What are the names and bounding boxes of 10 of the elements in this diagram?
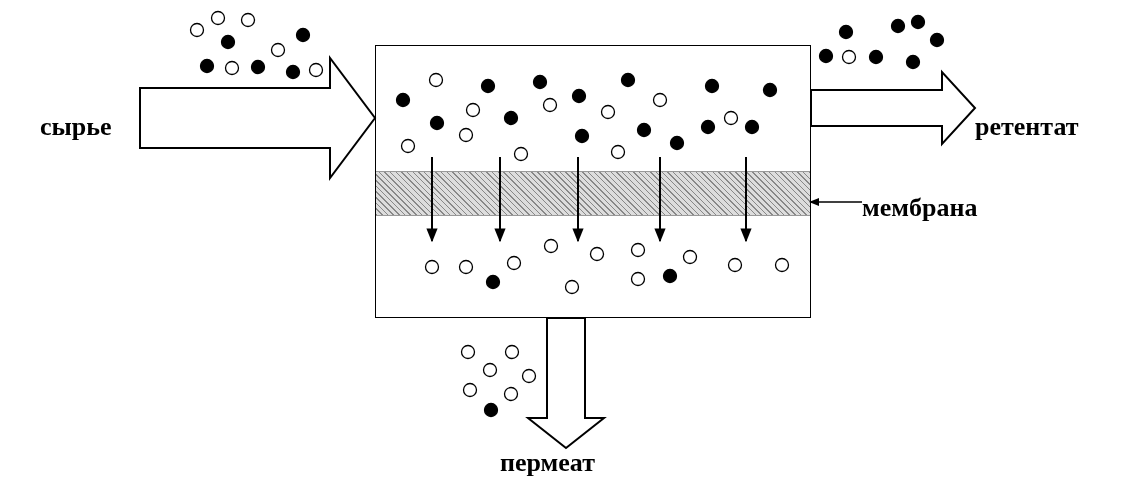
block-arrow [810,69,977,147]
leader-arrow [808,197,863,207]
block-arrow [525,317,607,450]
membrane-module-box [375,45,811,318]
permeate-label: пермеат [500,448,610,478]
membrane-band [376,171,810,216]
retentate-label: ретентат [975,112,1095,142]
membrane-label: мембрана [862,193,992,223]
block-arrow [139,55,377,181]
feed-label: сырье [40,112,140,142]
